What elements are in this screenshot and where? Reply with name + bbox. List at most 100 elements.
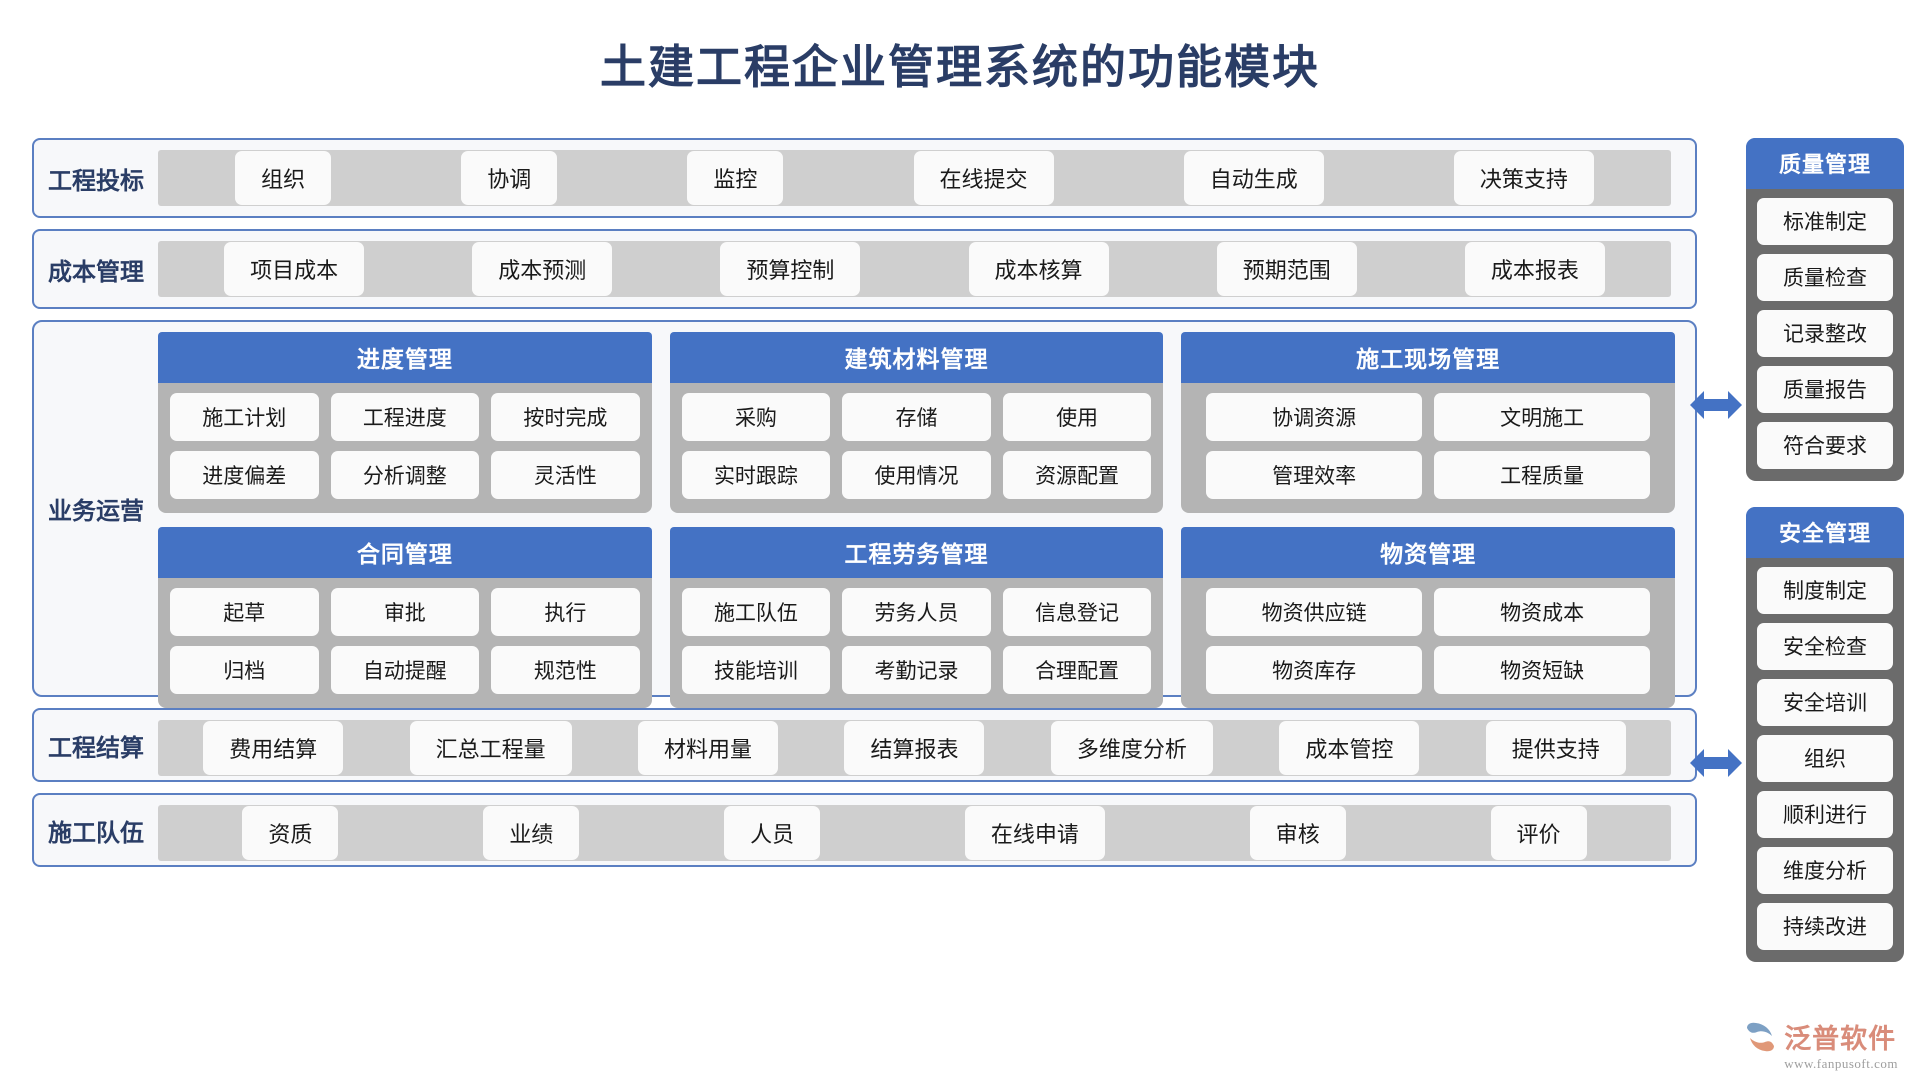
pill-bid-2[interactable]: 监控 [687, 151, 784, 205]
panel-schedule-body: 施工计划 工程进度 按时完成 进度偏差 分析调整 灵活性 [158, 383, 652, 513]
panel-site-row-0: 协调资源 文明施工 [1193, 393, 1663, 441]
pill-cost-5[interactable]: 成本报表 [1464, 242, 1605, 296]
pill-schedule-0-1[interactable]: 工程进度 [330, 393, 480, 441]
pill-settlement-1[interactable]: 汇总工程量 [409, 721, 572, 775]
pill-team-4[interactable]: 审核 [1249, 806, 1346, 860]
panel-labor-body: 施工队伍 劳务人员 信息登记 技能培训 考勤记录 合理配置 [669, 578, 1164, 708]
sidebar-card-quality-title: 质量管理 [1746, 138, 1904, 189]
pill-team-5[interactable]: 评价 [1490, 806, 1587, 860]
content-area: 工程投标 组织 协调 监控 在线提交 自动生成 决策支持 成本管理 项目成本 成… [0, 138, 1920, 1038]
panel-contract: 合同管理 起草 审批 执行 归档 自动提醒 规范性 [158, 527, 652, 708]
pill-labor-0-1[interactable]: 劳务人员 [842, 588, 991, 636]
row-settlement-items: 费用结算 汇总工程量 材料用量 结算报表 多维度分析 成本管控 提供支持 [158, 720, 1671, 776]
ops-panel-grid: 进度管理 施工计划 工程进度 按时完成 进度偏差 分析调整 灵活性 [158, 332, 1681, 708]
pill-contract-0-0[interactable]: 起草 [170, 588, 319, 636]
pill-site-0-1[interactable]: 文明施工 [1434, 393, 1651, 441]
panel-site: 施工现场管理 协调资源 文明施工 管理效率 工程质量 [1181, 332, 1675, 513]
double-arrow-safety-icon [1690, 746, 1742, 780]
pill-cost-3[interactable]: 成本核算 [968, 242, 1109, 296]
pill-materials-0-0[interactable]: 采购 [681, 393, 831, 441]
pill-bid-5[interactable]: 决策支持 [1453, 151, 1594, 205]
pill-settlement-2[interactable]: 材料用量 [638, 721, 779, 775]
pill-materials-1-0[interactable]: 实时跟踪 [681, 451, 831, 499]
pill-settlement-0[interactable]: 费用结算 [203, 721, 344, 775]
pill-bid-1[interactable]: 协调 [461, 151, 558, 205]
pill-team-2[interactable]: 人员 [724, 806, 821, 860]
pill-bid-0[interactable]: 组织 [235, 151, 332, 205]
pill-schedule-1-1[interactable]: 分析调整 [330, 451, 480, 499]
pill-cost-0[interactable]: 项目成本 [224, 242, 365, 296]
sidebar-quality-item-1[interactable]: 质量检查 [1757, 254, 1893, 301]
pill-site-0-0[interactable]: 协调资源 [1206, 393, 1423, 441]
pill-cost-4[interactable]: 预期范围 [1216, 242, 1357, 296]
sidebar-safety-item-3[interactable]: 组织 [1757, 735, 1893, 782]
panel-labor-title: 工程劳务管理 [669, 527, 1164, 578]
pill-settlement-6[interactable]: 提供支持 [1485, 721, 1626, 775]
pill-site-1-1[interactable]: 工程质量 [1434, 451, 1651, 499]
double-arrow-quality-icon [1690, 388, 1742, 422]
row-settlement-label: 工程结算 [48, 734, 144, 762]
sidebar-card-safety-title: 安全管理 [1746, 507, 1904, 558]
pill-settlement-4[interactable]: 多维度分析 [1050, 721, 1213, 775]
pill-team-0[interactable]: 资质 [242, 806, 339, 860]
row-cost-label: 成本管理 [48, 258, 144, 286]
pill-contract-1-1[interactable]: 自动提醒 [330, 646, 480, 694]
sidebar-safety-item-2[interactable]: 安全培训 [1757, 679, 1893, 726]
pill-materials-0-1[interactable]: 存储 [842, 393, 991, 441]
pill-cost-2[interactable]: 预算控制 [720, 242, 861, 296]
pill-team-1[interactable]: 业绩 [483, 806, 580, 860]
pill-labor-1-1[interactable]: 考勤记录 [842, 646, 991, 694]
pill-bid-4[interactable]: 自动生成 [1183, 151, 1324, 205]
pill-materials-0-2[interactable]: 使用 [1002, 393, 1152, 441]
pill-bid-3[interactable]: 在线提交 [913, 151, 1054, 205]
pill-materials-1-1[interactable]: 使用情况 [842, 451, 991, 499]
pill-cost-1[interactable]: 成本预测 [472, 242, 613, 296]
pill-site-1-0[interactable]: 管理效率 [1206, 451, 1423, 499]
panel-materials-row-1: 实时跟踪 使用情况 资源配置 [681, 451, 1152, 499]
pill-labor-1-0[interactable]: 技能培训 [681, 646, 831, 694]
panel-materials-row-0: 采购 存储 使用 [681, 393, 1152, 441]
pill-schedule-0-0[interactable]: 施工计划 [170, 393, 319, 441]
sidebar-safety-item-4[interactable]: 顺利进行 [1757, 791, 1893, 838]
panel-site-title: 施工现场管理 [1181, 332, 1675, 383]
pill-labor-0-0[interactable]: 施工队伍 [681, 588, 831, 636]
pill-contract-1-0[interactable]: 归档 [170, 646, 319, 694]
pill-labor-1-2[interactable]: 合理配置 [1002, 646, 1152, 694]
row-business-operations: 业务运营 进度管理 施工计划 工程进度 按时完成 进度偏差 [32, 320, 1697, 708]
panel-schedule-row-0: 施工计划 工程进度 按时完成 [170, 393, 640, 441]
sidebar-quality-item-3[interactable]: 质量报告 [1757, 366, 1893, 413]
pill-contract-0-1[interactable]: 审批 [330, 588, 480, 636]
sidebar-safety-item-0[interactable]: 制度制定 [1757, 567, 1893, 614]
brand-logo: 泛普软件 www.fanpusoft.com [1744, 1017, 1898, 1072]
panel-schedule-row-1: 进度偏差 分析调整 灵活性 [170, 451, 640, 499]
pill-supplies-0-0[interactable]: 物资供应链 [1206, 588, 1423, 636]
panel-supplies: 物资管理 物资供应链 物资成本 物资库存 物资短缺 [1181, 527, 1675, 708]
pill-settlement-5[interactable]: 成本管控 [1279, 721, 1420, 775]
logo-top: 泛普软件 [1744, 1017, 1896, 1056]
pill-contract-0-2[interactable]: 执行 [491, 588, 640, 636]
pill-supplies-1-0[interactable]: 物资库存 [1206, 646, 1423, 694]
pill-schedule-0-2[interactable]: 按时完成 [491, 393, 640, 441]
row-team: 施工队伍 资质 业绩 人员 在线申请 审核 评价 [32, 793, 1697, 867]
sidebar-safety-item-1[interactable]: 安全检查 [1757, 623, 1893, 670]
panel-supplies-body: 物资供应链 物资成本 物资库存 物资短缺 [1181, 578, 1675, 708]
logo-url: www.fanpusoft.com [1784, 1056, 1898, 1071]
sidebar-safety-item-5[interactable]: 维度分析 [1757, 847, 1893, 894]
pill-contract-1-2[interactable]: 规范性 [491, 646, 640, 694]
pill-schedule-1-0[interactable]: 进度偏差 [170, 451, 319, 499]
sidebar-safety-item-6[interactable]: 持续改进 [1757, 903, 1893, 950]
sidebar-quality-item-0[interactable]: 标准制定 [1757, 198, 1893, 245]
panel-contract-row-1: 归档 自动提醒 规范性 [170, 646, 640, 694]
pill-schedule-1-2[interactable]: 灵活性 [491, 451, 640, 499]
pill-settlement-3[interactable]: 结算报表 [844, 721, 985, 775]
panel-contract-row-0: 起草 审批 执行 [170, 588, 640, 636]
sidebar-quality-item-2[interactable]: 记录整改 [1757, 310, 1893, 357]
pill-labor-0-2[interactable]: 信息登记 [1002, 588, 1152, 636]
pill-supplies-1-1[interactable]: 物资短缺 [1434, 646, 1651, 694]
pill-materials-1-2[interactable]: 资源配置 [1002, 451, 1152, 499]
row-cost-items: 项目成本 成本预测 预算控制 成本核算 预期范围 成本报表 [158, 241, 1671, 297]
pill-supplies-0-1[interactable]: 物资成本 [1434, 588, 1651, 636]
pill-team-3[interactable]: 在线申请 [964, 806, 1105, 860]
sidebar-quality-item-4[interactable]: 符合要求 [1757, 422, 1893, 469]
